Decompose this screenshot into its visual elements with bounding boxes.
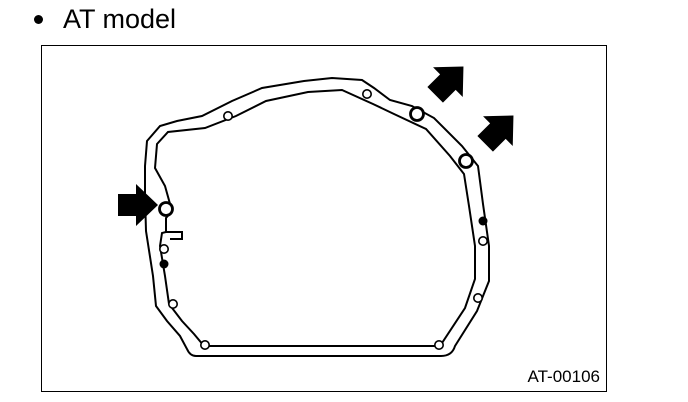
arrow-icon — [118, 184, 158, 226]
gasket-notch — [166, 231, 183, 240]
bolt-hole — [168, 299, 179, 310]
figure-frame: AT-00106 — [41, 45, 607, 392]
bolt-hole — [223, 111, 234, 122]
bolt-hole — [433, 339, 444, 350]
marked-hole — [158, 201, 174, 217]
arrow-icon — [427, 66, 464, 103]
bolt-hole — [159, 244, 170, 255]
gasket-diagram — [118, 66, 514, 357]
figure-code: AT-00106 — [527, 367, 600, 386]
dowel-hole — [159, 259, 169, 269]
dowel-hole — [478, 216, 488, 226]
marked-hole — [409, 106, 425, 122]
bolt-hole — [477, 236, 488, 247]
bolt-hole — [200, 339, 211, 350]
section-heading: AT model — [30, 2, 176, 36]
marked-hole — [458, 153, 474, 169]
bullet-icon — [34, 14, 43, 24]
arrow-icon — [477, 115, 514, 152]
bolt-hole — [472, 293, 483, 304]
dowel-holes — [159, 216, 488, 269]
gasket-outer-edge — [144, 76, 490, 357]
bolt-hole — [361, 88, 372, 99]
marked-holes — [158, 106, 474, 217]
heading-text: AT model — [63, 3, 177, 34]
bolt-holes — [159, 88, 488, 350]
gasket-inner-edge — [153, 88, 476, 347]
